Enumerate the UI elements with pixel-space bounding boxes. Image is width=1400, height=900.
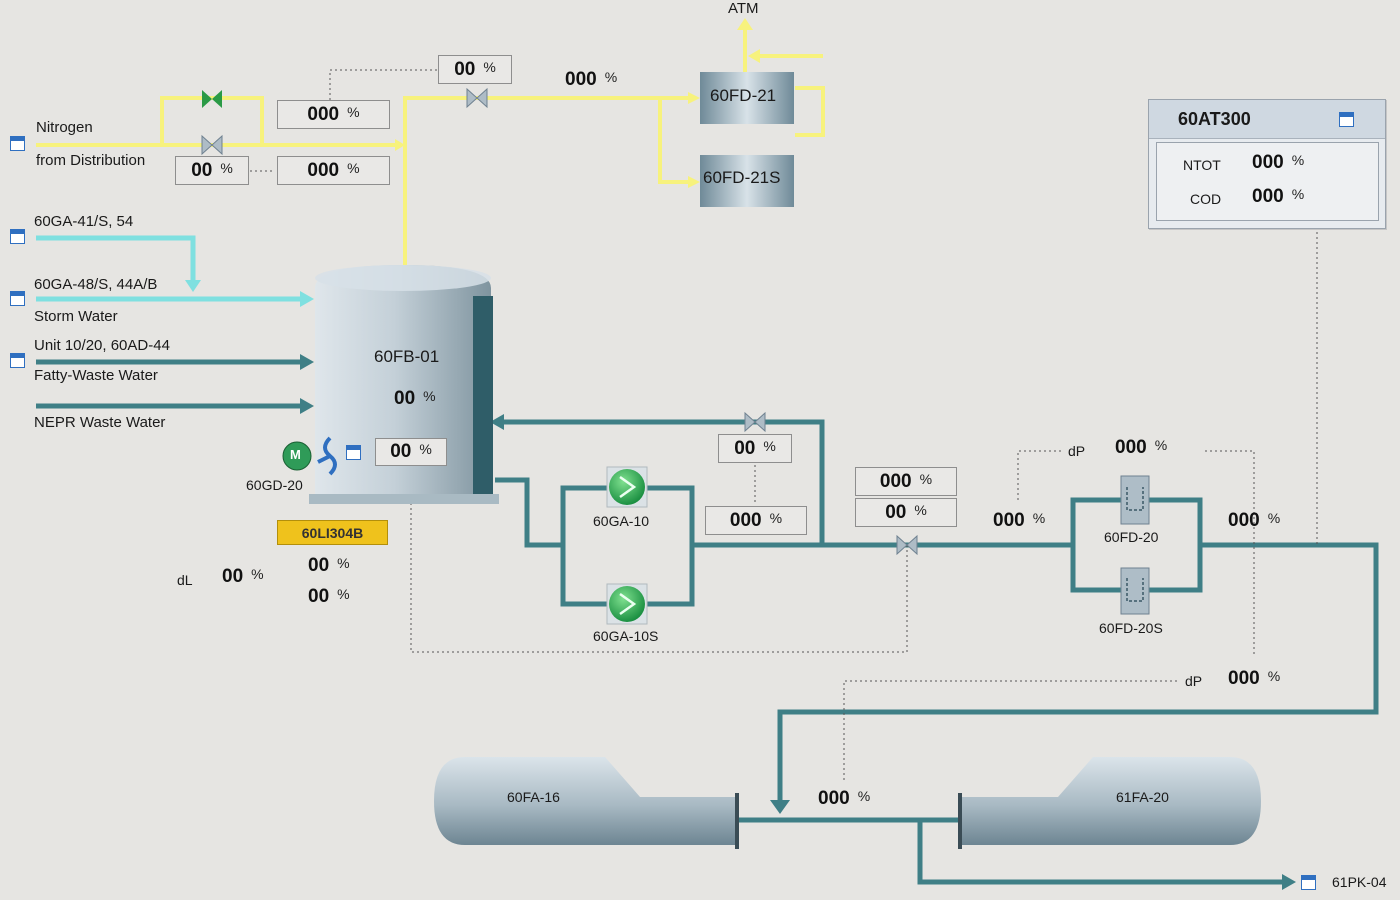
ga48-faceplate-icon[interactable] [10, 291, 25, 306]
nitrogen-header-valve [466, 87, 488, 109]
storm-water-label: Storm Water [34, 308, 118, 325]
teal-lines [36, 359, 1379, 885]
filter-60fd-20 [1120, 475, 1150, 525]
atm-label: ATM [728, 0, 759, 17]
cyan-arrow-right [300, 291, 314, 307]
filter-inlet-value: 000% [993, 510, 1046, 531]
main-flow-valve [896, 534, 918, 556]
mixer-label: 60GD-20 [246, 477, 303, 493]
drum-60fa-16 [434, 757, 739, 849]
filter-outlet-value: 000% [1228, 510, 1281, 531]
recycle-flow-value[interactable]: 000% [705, 506, 807, 535]
dest-faceplate-icon[interactable] [1301, 875, 1316, 890]
filter-60fd-21s [700, 155, 794, 207]
dest-label: 61PK-04 [1332, 874, 1387, 890]
tank-level-box[interactable]: 00% [375, 438, 447, 466]
ntot-value: 000% [1252, 152, 1305, 173]
main-flow-box-2[interactable]: 00% [855, 498, 957, 527]
ga41-label: 60GA-41/S, 54 [34, 213, 134, 230]
pump-60ga-10s [606, 583, 648, 625]
teal-arrow-storage [770, 800, 790, 814]
fatty-water-label: Fatty-Waste Water [34, 367, 158, 384]
nitrogen-arrow-fd21 [688, 92, 700, 104]
nitrogen-header-valve-value[interactable]: 00% [438, 55, 512, 84]
nitrogen-header-flow: 000% [565, 69, 618, 90]
filter-60fd-20-label: 60FD-20 [1104, 529, 1159, 545]
storage-flow-value: 000% [818, 788, 871, 809]
analyzer-faceplate-icon[interactable] [1339, 112, 1354, 127]
pump-60ga-10 [606, 466, 648, 508]
drum-61fa-20-label: 61FA-20 [1116, 789, 1169, 805]
nitrogen-label: Nitrogen [36, 119, 93, 136]
dp-value-top: 000% [1115, 437, 1168, 458]
cyan-lines [36, 235, 302, 302]
nitrogen-faceplate-icon[interactable] [10, 136, 25, 151]
tank-level-value: 00% [394, 388, 436, 409]
analyzer-values: NTOT 000% COD 000% [1156, 142, 1379, 221]
nitrogen-arrow-fd21s [688, 176, 700, 188]
filter-60fd-21 [700, 72, 794, 124]
drum-61fa-20 [958, 757, 1261, 849]
nitrogen-arrow [395, 139, 405, 151]
pump-60ga-10-label: 60GA-10 [593, 513, 650, 529]
nitrogen-valve-top [202, 90, 222, 108]
drum-60fa-16-label: 60FA-16 [507, 789, 560, 805]
tank-60fb-01 [309, 265, 499, 504]
atm-return-arrow [748, 49, 760, 63]
unit10-faceplate-icon[interactable] [10, 353, 25, 368]
analyzer-panel[interactable]: 60AT300 NTOT 000% COD 000% [1148, 99, 1386, 229]
teal-arrow-dest [1282, 874, 1296, 890]
dl-label: dL [177, 572, 193, 588]
nitrogen-source-label: from Distribution [36, 152, 146, 169]
filter-60fd-21-label: 60FD-21 [710, 86, 777, 105]
cod-value: 000% [1252, 186, 1305, 207]
filter-60fd-21s-label: 60FD-21S [703, 168, 781, 187]
ga48-label: 60GA-48/S, 44A/B [34, 276, 158, 293]
cod-label: COD [1190, 191, 1222, 207]
pump-60ga-10s-label: 60GA-10S [593, 628, 659, 644]
unit10-label: Unit 10/20, 60AD-44 [34, 337, 170, 354]
recycle-valve-value[interactable]: 00% [718, 434, 792, 463]
nitrogen-valve-top-value[interactable]: 000% [277, 100, 390, 129]
nitrogen-valve-bottom-sp[interactable]: 000% [277, 156, 390, 185]
tank-faceplate-icon[interactable] [346, 445, 361, 460]
atm-arrow [737, 18, 753, 30]
dp-value-bottom: 000% [1228, 668, 1281, 689]
nitrogen-valve-bottom-value[interactable]: 00% [175, 156, 249, 185]
signal-lines [250, 69, 1318, 780]
recycle-valve [744, 411, 766, 433]
agitator-60gd-20 [282, 436, 337, 476]
teal-arrow-recycle [490, 414, 504, 430]
nitrogen-valve-bottom [201, 134, 223, 156]
ntot-label: NTOT [1183, 157, 1221, 173]
level-tag-60li304b[interactable]: 60LI304B [277, 520, 388, 545]
teal-arrow-nepr [300, 398, 314, 414]
teal-arrow-unit10 [300, 354, 314, 370]
nitrogen-lines [36, 28, 825, 265]
dp-label-bottom: dP [1185, 673, 1203, 689]
analyzer-tag: 60AT300 [1178, 109, 1251, 129]
tank-tag: 60FB-01 [374, 347, 440, 366]
dl-value: 00% [222, 566, 264, 587]
nepr-label: NEPR Waste Water [34, 414, 166, 431]
cyan-arrow-down [185, 280, 201, 292]
level-value-2: 00% [308, 586, 350, 607]
level-value-1: 00% [308, 555, 350, 576]
filter-60fd-20s [1120, 567, 1150, 615]
ga41-faceplate-icon[interactable] [10, 229, 25, 244]
main-flow-box-1[interactable]: 000% [855, 467, 957, 496]
motor-letter: M [290, 447, 301, 462]
dp-label-top: dP [1068, 443, 1086, 459]
filter-60fd-20s-label: 60FD-20S [1099, 620, 1163, 636]
